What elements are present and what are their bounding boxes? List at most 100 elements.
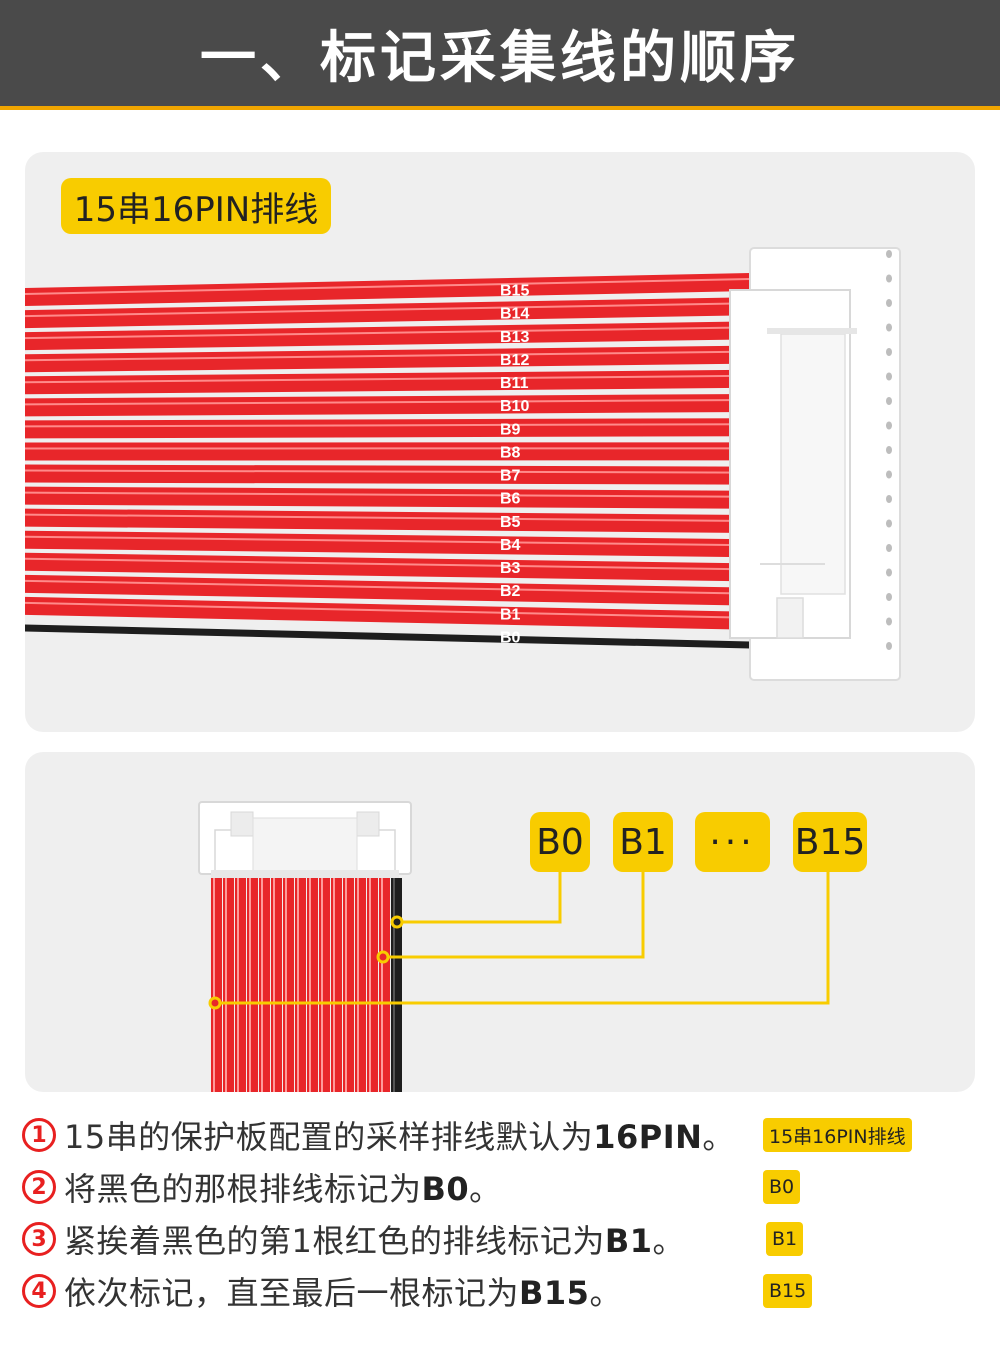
ribbon-wire-highlight [25,469,751,474]
ribbon-wire-highlight [25,278,751,295]
pinout-wire-highlight [393,878,395,1092]
leader-line-b0 [397,870,562,924]
note-end: 。 [589,1274,622,1312]
pinout-wire [355,878,366,1092]
wire-label: B11 [500,375,529,392]
step-number: 3 [22,1222,56,1256]
pinout-wire [331,878,342,1092]
pinout-wire [379,878,390,1092]
ribbon-wire-highlight [25,579,751,595]
page-header: 一、标记采集线的顺序 [0,0,1000,110]
marker-dot-b1 [376,950,390,964]
wire-label: B0 [500,630,521,647]
label-box-b1: B1 [613,812,673,872]
leader-lines [215,870,830,1005]
pinout-wire-highlight [261,878,263,1092]
pinout-wire [235,878,246,1092]
note-text: 依次标记，直至最后一根标记为B15。 [64,1268,622,1314]
note-highlight: 16PIN [593,1118,703,1156]
step-number: 1 [22,1118,56,1152]
wire-label: B7 [500,468,521,485]
pinout-connector [198,801,412,878]
note-item-2: 2 将黑色的那根排线标记为B0。 [22,1164,502,1210]
pinout-illustration [198,801,830,1092]
pinout-wire-highlight [237,878,239,1092]
wire-label: B10 [500,398,529,415]
pinout-wire [367,878,378,1092]
ribbon-wire [25,394,750,417]
pinout-wire-highlight [297,878,299,1092]
connector-pin [886,299,892,307]
ribbon-wire [25,297,750,329]
note-highlight: B1 [604,1222,653,1260]
pinout-wire-highlight [381,878,383,1092]
ribbon-connector [729,247,901,681]
connector-pin [886,568,892,577]
note-end: 。 [702,1118,735,1156]
ribbon-wire [25,369,750,395]
marker-dot-b0 [390,915,404,929]
step-number: 2 [22,1170,56,1204]
ribbon-wire-highlight [25,399,751,406]
note-item-1: 1 15串的保护板配置的采样排线默认为16PIN。 [22,1112,735,1158]
pinout-wire [343,878,354,1092]
note-tag-1: 15串16PIN排线 [763,1118,912,1152]
ribbon-wire [25,596,750,630]
wire-label: B2 [500,583,521,600]
ribbon-wire-highlight [25,557,751,571]
note-text: 15串的保护板配置的采样排线默认为16PIN。 [64,1112,735,1158]
pinout-wire-highlight [273,878,275,1092]
pinout-wire-highlight [225,878,227,1092]
ribbon-wire [25,442,750,461]
ribbon-wire-highlight [25,513,751,522]
pinout-wire-highlight [345,878,347,1092]
wire-label: B12 [500,352,529,369]
pinout-wire-highlight [249,878,251,1092]
connector-pin [886,642,892,650]
pinout-wire [319,878,330,1092]
connector-pin [886,617,892,626]
connector-pin [886,470,892,479]
pinout-wire [211,878,222,1092]
ribbon-wire [25,508,750,533]
pinout-wire-highlight [369,878,371,1092]
wire-label: B13 [500,329,529,346]
note-body: 依次标记，直至最后一根标记为 [64,1274,520,1312]
note-body: 15串的保护板配置的采样排线默认为 [64,1118,594,1156]
leader-line-b15 [215,870,830,1005]
note-text: 紧挨着黑色的第1根红色的排线标记为B1。 [64,1216,685,1262]
ribbon-wire [25,418,750,439]
note-text: 将黑色的那根排线标记为B0。 [64,1164,502,1210]
pinout-wire [259,878,270,1092]
wire-label: B15 [500,283,529,300]
page-title: 一、标记采集线的顺序 [200,25,800,91]
pinout-wire [295,878,306,1092]
connector-pin [886,348,892,356]
ribbon-wire [25,321,750,351]
pinout-wire [283,878,294,1092]
ribbon-wire-highlight [25,374,751,384]
label-box-ellipsis: ··· [695,812,770,872]
wire-label: B6 [500,491,521,508]
ribbon-wire [25,464,750,485]
connector-pin [886,421,892,430]
note-highlight: B15 [519,1274,590,1312]
marker-dot-b15 [208,996,222,1010]
pinout-wire-highlight [213,878,215,1092]
pinout-wire-highlight [285,878,287,1092]
pinout-wire-highlight [333,878,335,1092]
connector-pin [886,519,892,528]
ribbon-wire-highlight [25,302,751,318]
wire-label: B4 [500,537,521,554]
wire-label: B1 [500,606,521,623]
pinout-wire [247,878,258,1092]
label-box-b0: B0 [530,812,590,872]
connector-pin [886,250,892,258]
note-tag-4: B15 [763,1274,813,1308]
ribbon-wire-highlight [25,326,751,340]
step-number: 4 [22,1274,56,1308]
connector-pin [886,372,892,381]
leader-line-b1 [383,870,645,959]
